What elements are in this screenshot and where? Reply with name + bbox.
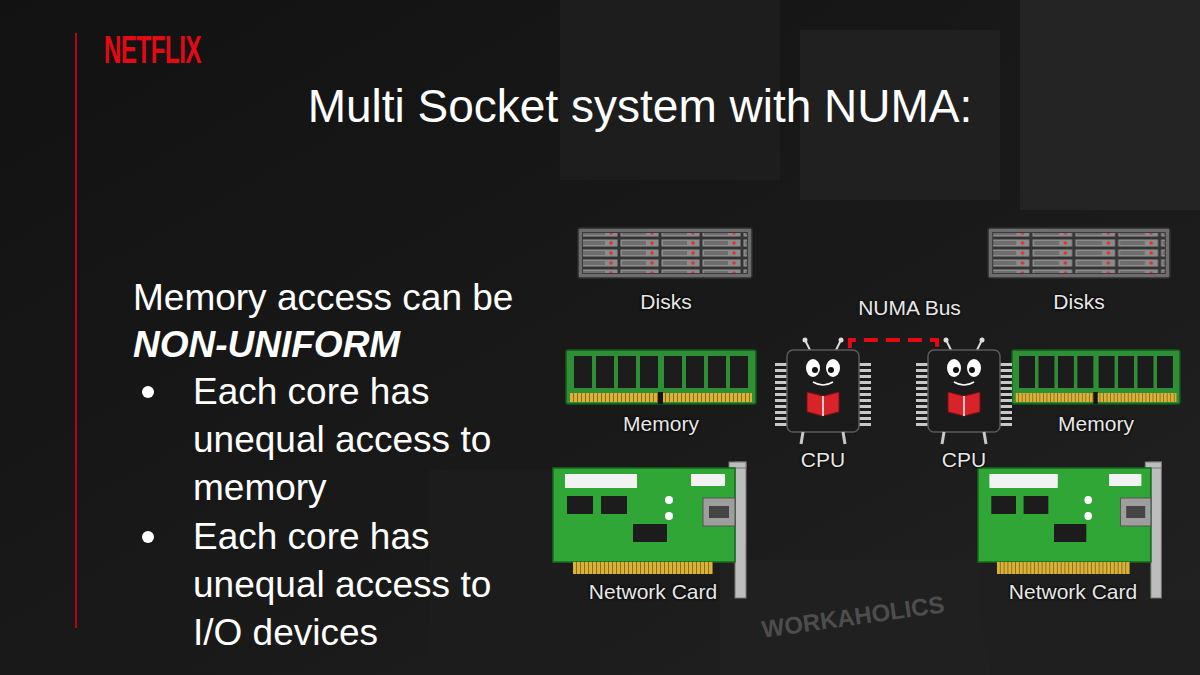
disk-array: Disks — [578, 226, 754, 314]
emphasis-text: NON-UNIFORM — [133, 321, 400, 369]
disk-array: Disks — [988, 226, 1170, 314]
cpu-chip-label: CPU — [801, 448, 845, 472]
cpu-chip: CPU — [775, 348, 871, 472]
slide-title-holder: Multi Socket system with NUMA: — [240, 78, 1040, 134]
bullet-text-holder: Each core has unequal access to memory — [193, 368, 548, 512]
memory-module-label: Memory — [623, 412, 699, 436]
numa-bus-line — [850, 340, 937, 348]
network-card-label: Network Card — [1009, 580, 1137, 604]
disk-array-label: Disks — [1053, 290, 1104, 314]
bus-label: NUMA Bus — [858, 296, 961, 320]
bullet-dot — [142, 531, 154, 543]
bullet-text: Each core has unequal access to memory — [193, 368, 548, 512]
memory-module-label: Memory — [1058, 412, 1134, 436]
bullet-dot — [142, 386, 154, 398]
network-card: Network Card — [978, 462, 1168, 604]
intro-text-holder: Memory access can be — [133, 274, 513, 322]
network-card: Network Card — [553, 462, 753, 604]
slide-title: Multi Socket system with NUMA: — [240, 78, 1040, 134]
bullet-text-holder: Each core has unequal access to I/O devi… — [193, 513, 548, 657]
watermark-text-holder: WORKAHOLICS — [760, 616, 944, 644]
memory-module: Memory — [566, 348, 756, 436]
memory-module: Memory — [1012, 348, 1180, 436]
disk-array-label: Disks — [640, 290, 691, 314]
emphasis-text-holder: NON-UNIFORM — [133, 321, 400, 369]
cpu-chip: CPU — [916, 348, 1012, 472]
brand-logo: NETFLIX — [104, 30, 201, 69]
network-card-label: Network Card — [589, 580, 717, 604]
bullet-text: Each core has unequal access to I/O devi… — [193, 513, 548, 657]
cpu-chip-label: CPU — [942, 448, 986, 472]
brand-logo-holder: NETFLIX — [104, 30, 226, 60]
edge-label-holder: NUMA Bus — [858, 296, 961, 320]
intro-text: Memory access can be — [133, 274, 513, 322]
